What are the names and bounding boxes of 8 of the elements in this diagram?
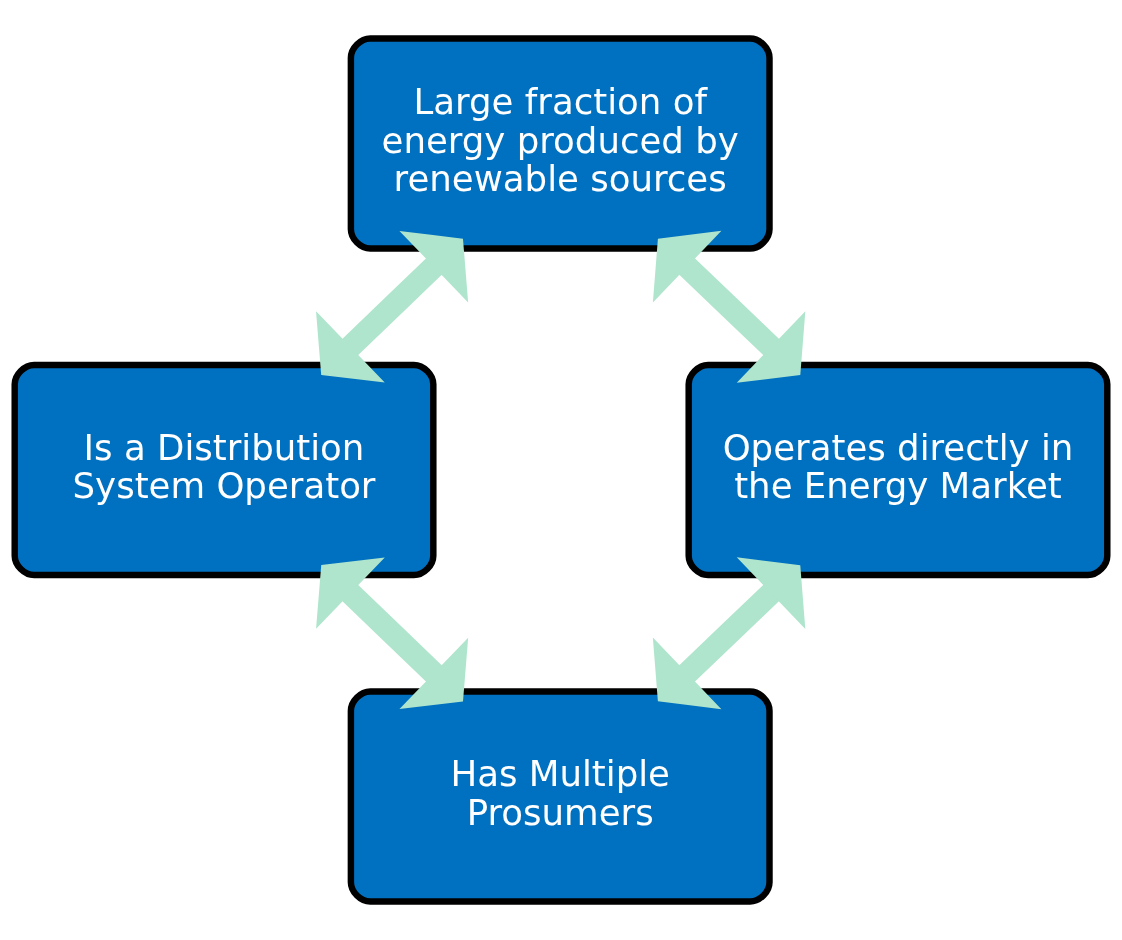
arrow <box>316 230 469 383</box>
node-box: Is a Distribution System Operator <box>11 361 437 579</box>
node-box: Has Multiple Prosumers <box>347 688 773 905</box>
arrow <box>652 230 806 383</box>
arrow <box>652 557 806 710</box>
node-box: Operates directly in the Energy Market <box>685 361 1111 579</box>
arrow <box>316 557 469 710</box>
node-box: Large fraction of energy produced by renewable sources <box>347 35 773 252</box>
